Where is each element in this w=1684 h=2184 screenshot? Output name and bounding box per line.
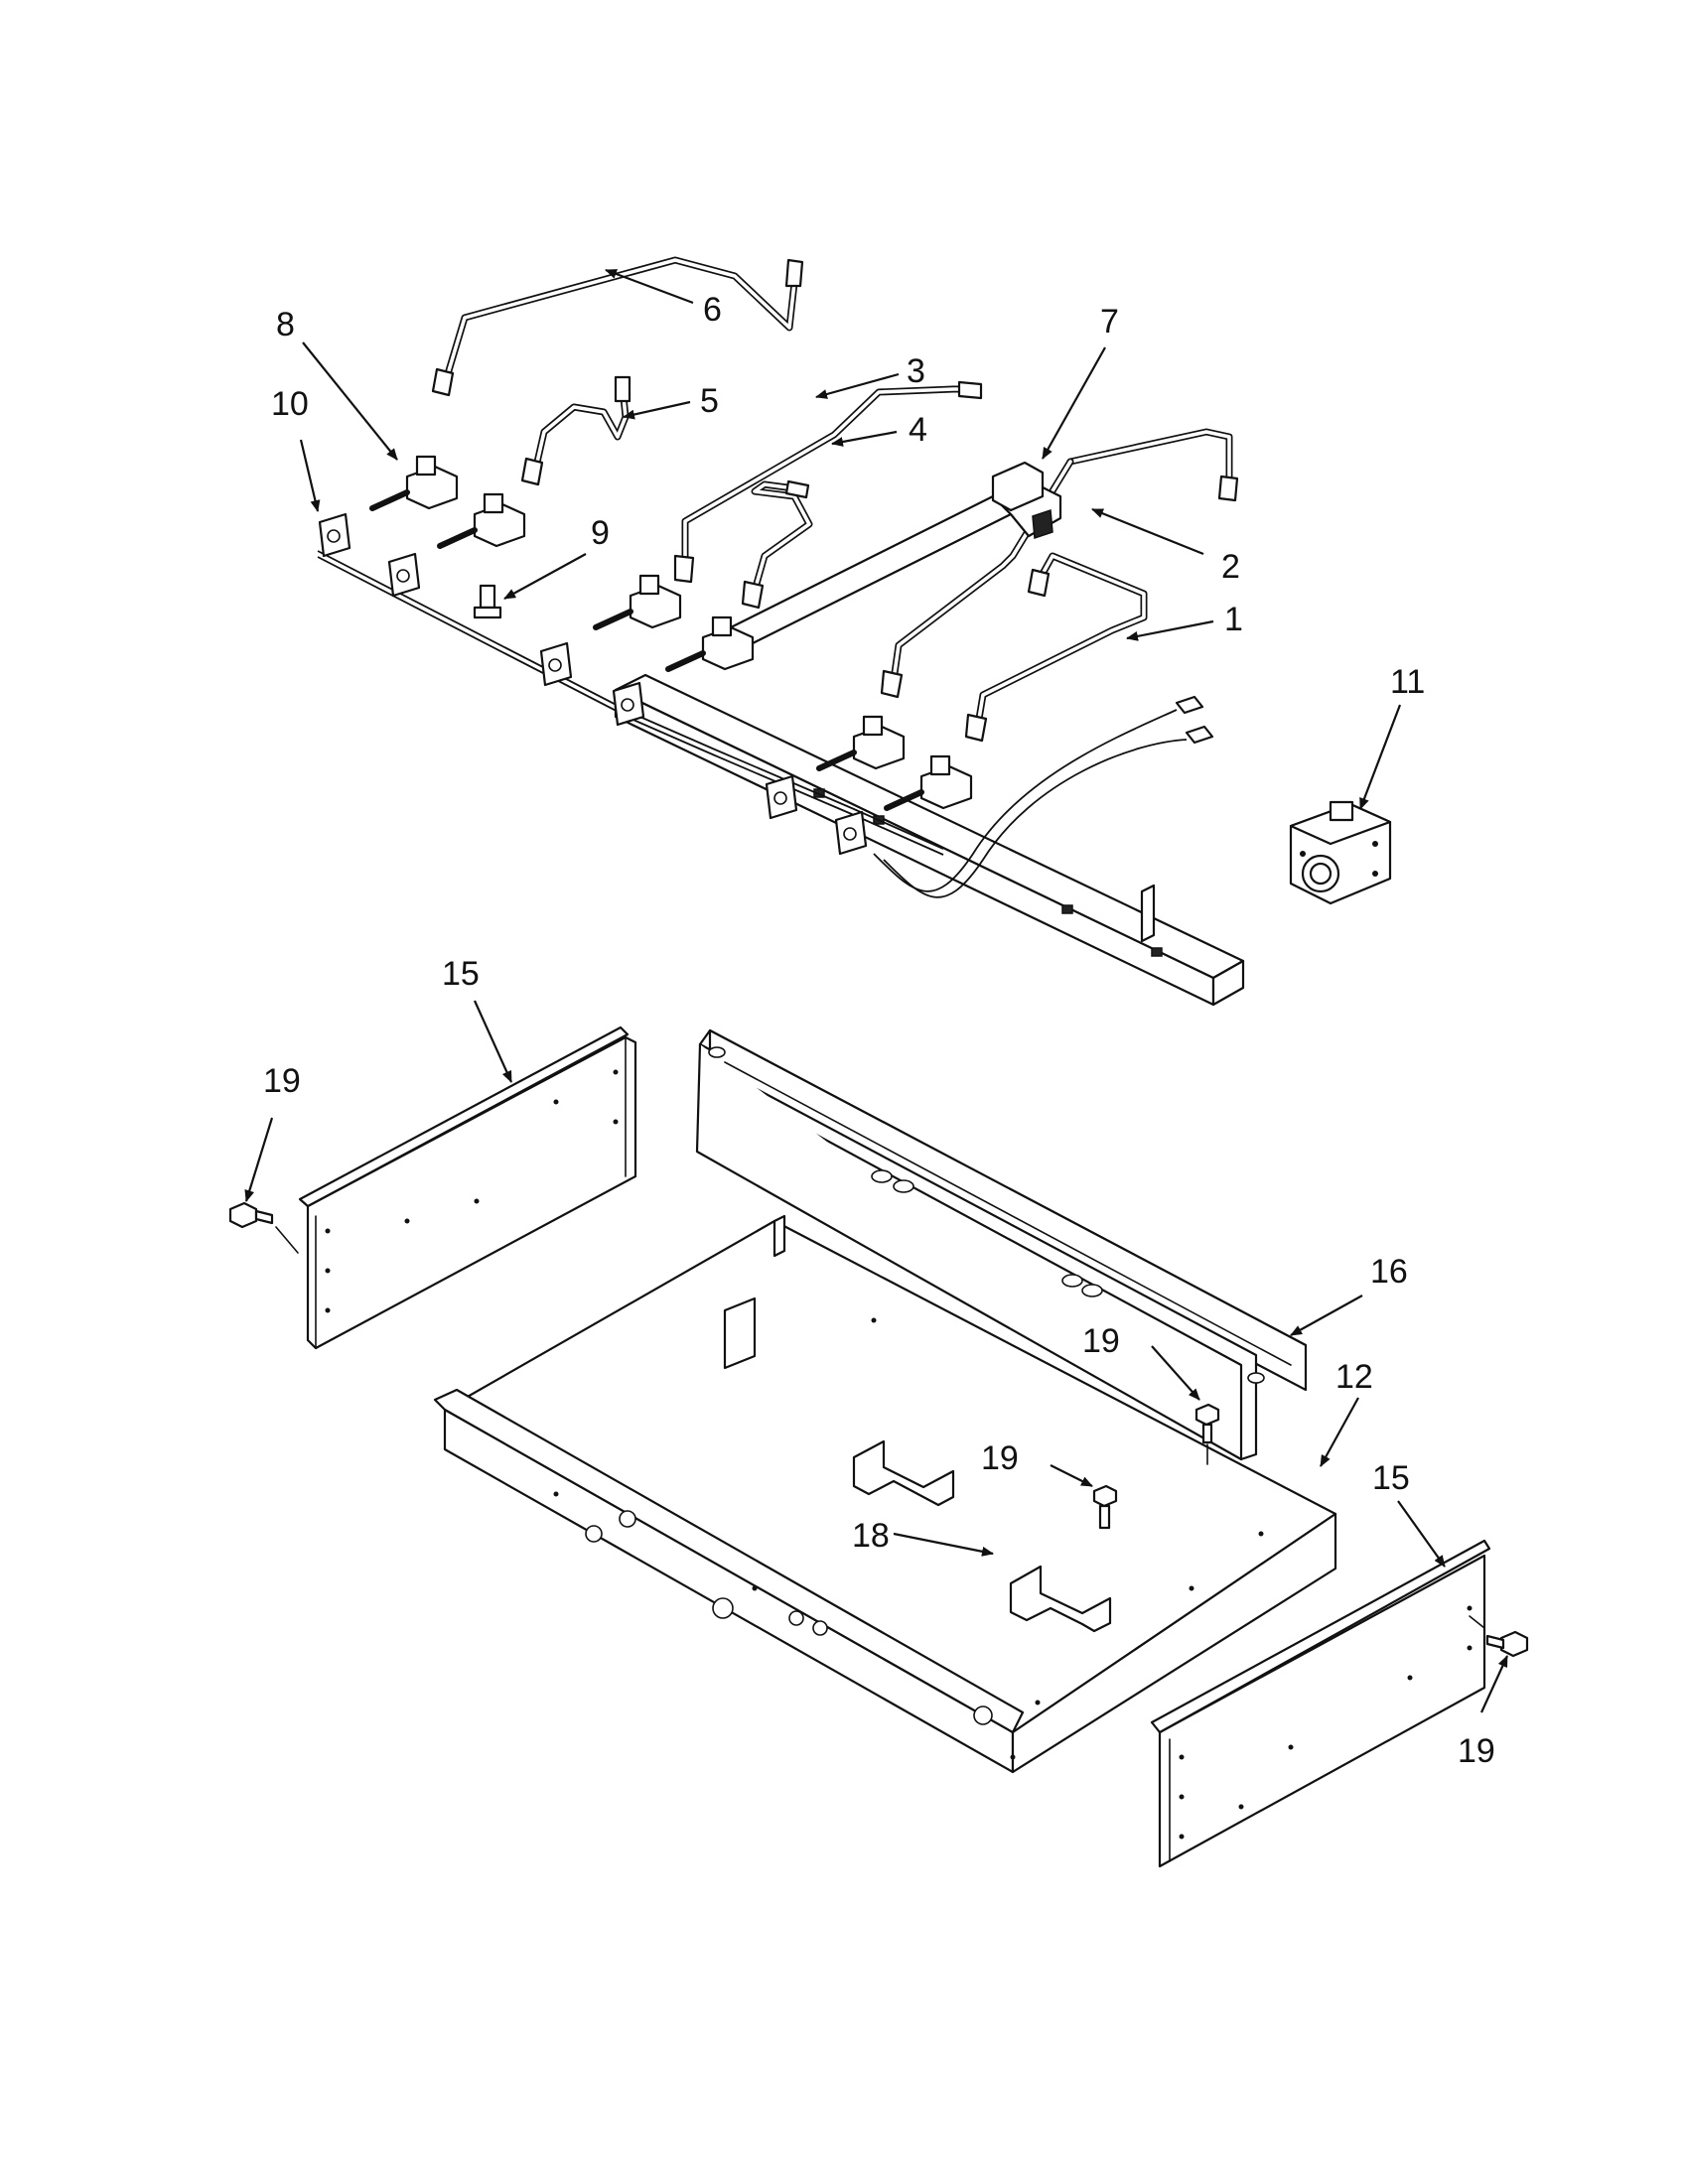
callout-3: 3 — [907, 352, 925, 390]
burner-tube-4 — [673, 380, 983, 584]
manifold-pipe-7 — [713, 461, 1062, 655]
side-panel-15-left — [298, 1025, 637, 1350]
callout-8: 8 — [276, 306, 295, 343]
callout-19-left: 19 — [263, 1062, 301, 1100]
callout-7: 7 — [1100, 303, 1119, 341]
callout-19-right: 19 — [1458, 1732, 1495, 1770]
burner-tube-3 — [741, 479, 813, 610]
callout-19-bracket: 19 — [981, 1439, 1019, 1477]
callout-2: 2 — [1221, 548, 1240, 586]
side-panel-15-right — [1150, 1539, 1491, 1868]
callout-1: 1 — [1224, 601, 1243, 638]
callout-leaders — [244, 268, 1509, 1713]
pressure-regulator-11 — [1289, 800, 1392, 905]
burner-tube-5 — [520, 375, 632, 486]
bracket-18 — [852, 1439, 1112, 1633]
wire-harness — [317, 550, 1214, 898]
callout-12: 12 — [1335, 1358, 1373, 1396]
callout-10: 10 — [271, 385, 309, 423]
callout-11: 11 — [1390, 663, 1425, 701]
rear-rail-16 — [695, 1028, 1308, 1461]
callout-5: 5 — [700, 382, 719, 420]
callout-4: 4 — [909, 411, 927, 449]
burner-valve-8 — [369, 455, 973, 811]
callout-19-center: 19 — [1082, 1322, 1120, 1360]
screw-19 — [228, 1201, 1529, 1658]
callout-9: 9 — [591, 514, 610, 552]
valve-clip-10 — [318, 512, 868, 856]
callout-15-right: 15 — [1372, 1459, 1410, 1497]
valve-bracket-bar — [614, 673, 1245, 1007]
screw-9 — [473, 584, 502, 619]
callout-15-left: 15 — [442, 955, 480, 993]
callout-16: 16 — [1370, 1253, 1408, 1291]
burner-tube-6 — [431, 256, 804, 397]
callout-18: 18 — [852, 1517, 890, 1555]
callout-6: 6 — [703, 291, 722, 329]
burner-tube-1 — [964, 552, 1148, 743]
